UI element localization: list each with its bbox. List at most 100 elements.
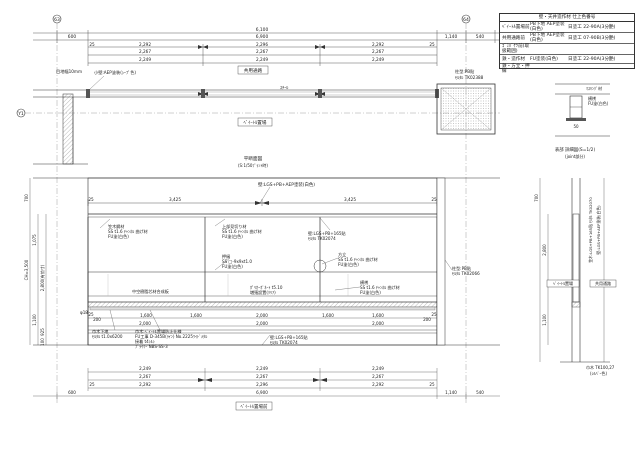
svg-text:600: 600: [68, 390, 76, 395]
svg-text:1,100: 1,100: [32, 314, 37, 326]
svg-text:FU塗(白色): FU塗(白色): [222, 233, 243, 239]
svg-text:ﾏｽｷﾝｸﾞ材: ﾏｽｷﾝｸﾞ材: [586, 85, 602, 91]
legend-row: 鉄・方立・押縁: [502, 64, 530, 74]
svg-text:100: 100: [40, 338, 45, 346]
svg-text:2,267: 2,267: [256, 374, 268, 379]
svg-text:(ｼﾙﾊﾞｰ色): (ｼﾙﾊﾞｰ色): [590, 370, 608, 376]
svg-text:増殖設置(ｸﾘｱ): 増殖設置(ｸﾘｱ): [250, 289, 276, 295]
svg-text:2,800: 2,800: [542, 244, 547, 256]
legend-row: ｺﾞﾐﾊﾞｹﾂ前(取扱範囲): [500, 44, 634, 55]
svg-text:2,267: 2,267: [372, 49, 384, 54]
svg-text:ﾎﾟﾘｶｰﾎﾞﾈｰﾄ t5.10: ﾎﾟﾘｶｰﾎﾞﾈｰﾄ t5.10: [250, 284, 283, 290]
svg-text:CH=3,500: CH=3,500: [24, 259, 29, 280]
plan-dimension-texts: 600 6,100 6,900 1,140 540 25 2,292 2,296…: [68, 27, 485, 62]
label-bicycle-side: ﾍﾞｲｰﾄﾙ置場: [553, 280, 573, 286]
svg-text:FU工事 D-345B(ﾗｲﾝ) No.2225ﾜｲﾄﾞﾒﾀ: FU工事 D-345B(ﾗｲﾝ) No.2225ﾜｲﾄﾞﾒﾀﾙ: [135, 333, 207, 339]
svg-text:25: 25: [88, 312, 94, 317]
svg-text:壁:LGS+PB+165貼: 壁:LGS+PB+165貼: [308, 230, 346, 236]
grid-label-row: Y1: [17, 111, 24, 117]
plan-dimensions: [33, 30, 500, 66]
svg-text:25: 25: [89, 42, 95, 47]
note-steel: ｽﾁｰﾙ: [280, 85, 289, 90]
svg-text:中空樹脂芯材合成板: 中空樹脂芯材合成板: [132, 288, 169, 294]
svg-text:2,800(有効寸): 2,800(有効寸): [39, 264, 45, 291]
svg-text:SS t1.6 ﾁｬﾝﾈﾙ 曲げ材: SS t1.6 ﾁｬﾝﾈﾙ 曲げ材: [108, 228, 148, 234]
svg-text:25: 25: [429, 382, 435, 387]
svg-text:方立: 方立: [338, 251, 346, 257]
label-corridor-side: 共用通路: [595, 280, 611, 286]
svg-text:FU塗(白色): FU塗(白色): [360, 289, 381, 295]
svg-text:φ18: φ18: [80, 310, 88, 315]
grid-markers: 63 64 Y1: [16, 14, 500, 405]
elevation-mid-dimensions: [88, 317, 437, 327]
legend-row: 鉄・造作材 FU塗装(白色) 日塗工 22-90A(3分艶): [500, 55, 634, 64]
svg-text:25: 25: [89, 382, 95, 387]
svg-text:200: 200: [93, 317, 101, 322]
svg-text:3,425: 3,425: [344, 197, 356, 202]
svg-text:25: 25: [431, 312, 437, 317]
elevation-leaders: [99, 186, 453, 346]
svg-text:2,267: 2,267: [372, 374, 384, 379]
svg-text:押縁: 押縁: [222, 253, 230, 259]
svg-text:2,249: 2,249: [139, 57, 151, 62]
svg-text:1,600: 1,600: [322, 313, 334, 318]
svg-text:巾木 TK100,27: 巾木 TK100,27: [586, 364, 615, 370]
detail-subtitle: (joint部分): [565, 153, 585, 159]
svg-text:1,600: 1,600: [372, 313, 384, 318]
svg-text:SS t1.6 ﾁｬﾝﾈﾙ 曲げ材: SS t1.6 ﾁｬﾝﾈﾙ 曲げ材: [360, 284, 400, 290]
svg-text:2,249: 2,249: [372, 366, 384, 371]
label-bicycle: ﾍﾞｲｰﾄﾙ置場: [244, 119, 267, 126]
label-corridor: 共用通路: [244, 67, 263, 74]
svg-text:700: 700: [24, 194, 29, 202]
svg-text:壁:LGS+PB+AEP塗装(白色): 壁:LGS+PB+AEP塗装(白色): [596, 205, 601, 255]
svg-text:壁:LGS+PB+165貼: 壁:LGS+PB+165貼: [270, 334, 308, 340]
elevation-dimensions-top: [87, 199, 438, 206]
svg-text:接着 t4ｼﾙｼ: 接着 t4ｼﾙｼ: [135, 338, 155, 344]
svg-text:540: 540: [476, 390, 484, 395]
svg-text:2,292: 2,292: [139, 382, 151, 387]
svg-text:1,600: 1,600: [140, 313, 152, 318]
svg-text:FU塗(白色): FU塗(白色): [108, 233, 129, 239]
svg-text:1,075: 1,075: [32, 234, 37, 246]
svg-text:巾木:ﾍﾞｲｰﾄﾙ置場防止仕様: 巾木:ﾍﾞｲｰﾄﾙ置場防止仕様: [135, 328, 181, 334]
legend-row: ﾍﾞｲｰﾄﾙ置場前 PB下地 AEP塗装(白色) 日塗工 22-90A(3分艶): [500, 22, 634, 33]
svg-text:2,296: 2,296: [256, 42, 268, 47]
elevation-annotations: 壁:LGS+PB+AEP塗装(白色) 笠木鋼材 SS t1.6 ﾁｬﾝﾈﾙ 曲げ…: [80, 181, 480, 349]
svg-text:50: 50: [573, 124, 579, 129]
svg-text:2,249: 2,249: [256, 366, 268, 371]
legend-row: 共用通路前 PB下地 AEP塗装(白色) 日塗工 07-90B(3分艶): [500, 33, 634, 44]
plan-labels: 共用通路 ﾍﾞｲｰﾄﾙ置場 目地幅10mm 小壁:AEP塗装(ｼｰﾌﾟ色) ｽﾁ…: [56, 65, 484, 168]
svg-text:横桟: 横桟: [360, 279, 368, 285]
plan-scale: (S:1/50ﾌﾟﾗﾝﾄ時): [238, 162, 268, 168]
svg-text:ﾓﾙﾀﾙ TK02066: ﾓﾙﾀﾙ TK02066: [452, 270, 480, 276]
svg-text:6,100: 6,100: [256, 27, 269, 33]
svg-text:FU塗(白色): FU塗(白色): [338, 261, 359, 267]
svg-text:2,296: 2,296: [256, 382, 268, 387]
svg-text:壁:LGS+PB+AEP塗装(白色): 壁:LGS+PB+AEP塗装(白色): [258, 181, 315, 188]
note-column: 柱型:PB貼: [455, 68, 475, 75]
svg-text:2,267: 2,267: [139, 49, 151, 54]
svg-text:1,140: 1,140: [445, 390, 457, 395]
grid-label-right: 64: [463, 17, 469, 23]
svg-text:柱型:PB貼: 柱型:PB貼: [452, 265, 471, 271]
svg-text:25: 25: [88, 197, 94, 202]
plan-view: [33, 83, 496, 165]
svg-text:600: 600: [68, 34, 77, 40]
svg-text:SS □-9x9xt1.0: SS □-9x9xt1.0: [222, 259, 252, 264]
svg-text:1,140: 1,140: [445, 34, 458, 40]
plan-title: 平断面図: [244, 155, 263, 162]
svg-text:横桟: 横桟: [588, 95, 596, 101]
svg-text:2,267: 2,267: [139, 374, 151, 379]
svg-text:2,292: 2,292: [372, 42, 384, 47]
elevation-left-dimensions: [29, 178, 47, 345]
svg-text:6,900: 6,900: [256, 34, 269, 40]
side-section: 700 2,800 1,100 笠木:LGS+PB+165貼 ﾓﾙﾀﾙ TK02…: [534, 178, 617, 376]
finish-legend-table: 壁・天井造作材 仕上色番号 ﾍﾞｲｰﾄﾙ置場前 PB下地 AEP塗装(白色) 日…: [499, 13, 635, 74]
svg-text:6,900: 6,900: [256, 390, 268, 395]
svg-text:2,249: 2,249: [139, 366, 151, 371]
svg-text:3,425: 3,425: [169, 197, 181, 202]
svg-text:巾木下地: 巾木下地: [92, 328, 108, 334]
svg-text:SS t1.6 ﾁｬﾝﾈﾙ 曲げ材: SS t1.6 ﾁｬﾝﾈﾙ 曲げ材: [222, 228, 262, 234]
note-joint: 目地幅10mm: [56, 68, 82, 75]
